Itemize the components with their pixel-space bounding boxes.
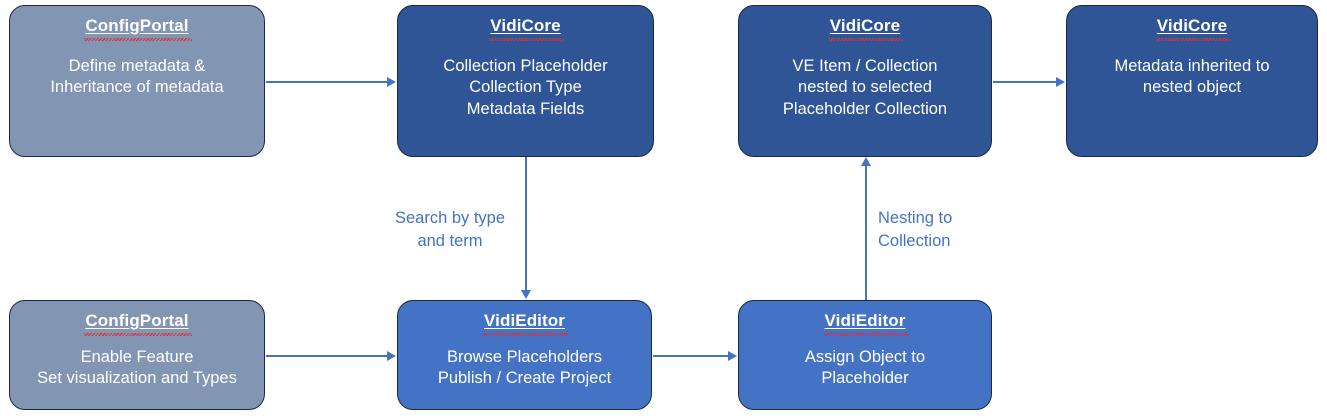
node-body: Collection Placeholder Collection Type M… (443, 56, 608, 119)
connector-config-feature-to-browse (266, 355, 388, 357)
node-vidicore-metadata-inherited[interactable]: VidiCore Metadata inherited to nested ob… (1066, 5, 1318, 157)
edge-label-search-by-type: Search by type and term (394, 209, 506, 251)
edge-label-nesting-to-collection: Nesting to Collection (878, 209, 953, 251)
node-body: VE Item / Collection nested to selected … (782, 56, 948, 119)
node-title: VidiCore (828, 16, 904, 40)
node-body: Enable Feature Set visualization and Typ… (37, 347, 237, 388)
arrowhead-right-icon (1056, 77, 1065, 87)
node-title: VidiEditor (483, 311, 568, 335)
arrowhead-up-icon (861, 157, 871, 166)
connector-config-portal-to-vidicore (266, 81, 388, 83)
node-body: Browse Placeholders Publish / Create Pro… (437, 347, 612, 388)
connector-nested-to-inherited (993, 81, 1057, 83)
node-title: ConfigPortal (84, 16, 192, 40)
node-title: ConfigPortal (84, 311, 192, 335)
connector-vidicore-to-browse (525, 157, 527, 291)
node-config-portal-feature[interactable]: ConfigPortal Enable Feature Set visualiz… (9, 300, 265, 410)
node-vidicore-nested-item[interactable]: VidiCore VE Item / Collection nested to … (738, 5, 992, 157)
node-config-portal-metadata[interactable]: ConfigPortal Define metadata & Inheritan… (9, 5, 265, 157)
node-vidicore-collection-placeholder[interactable]: VidiCore Collection Placeholder Collecti… (397, 5, 654, 157)
arrowhead-right-icon (387, 351, 396, 361)
node-title: VidiCore (489, 16, 565, 40)
node-vidieditor-assign[interactable]: VidiEditor Assign Object to Placeholder (738, 300, 992, 410)
node-body: Assign Object to Placeholder (804, 347, 926, 388)
arrowhead-down-icon (521, 290, 531, 299)
node-title: VidiEditor (823, 311, 909, 335)
connector-assign-to-nested (865, 166, 867, 300)
node-vidieditor-browse[interactable]: VidiEditor Browse Placeholders Publish /… (397, 300, 652, 410)
arrowhead-right-icon (387, 77, 396, 87)
connector-browse-to-assign (653, 355, 729, 357)
node-body: Define metadata & Inheritance of metadat… (50, 56, 224, 97)
node-body: Metadata inherited to nested object (1114, 56, 1270, 97)
node-title: VidiCore (1155, 16, 1231, 40)
arrowhead-right-icon (728, 351, 737, 361)
